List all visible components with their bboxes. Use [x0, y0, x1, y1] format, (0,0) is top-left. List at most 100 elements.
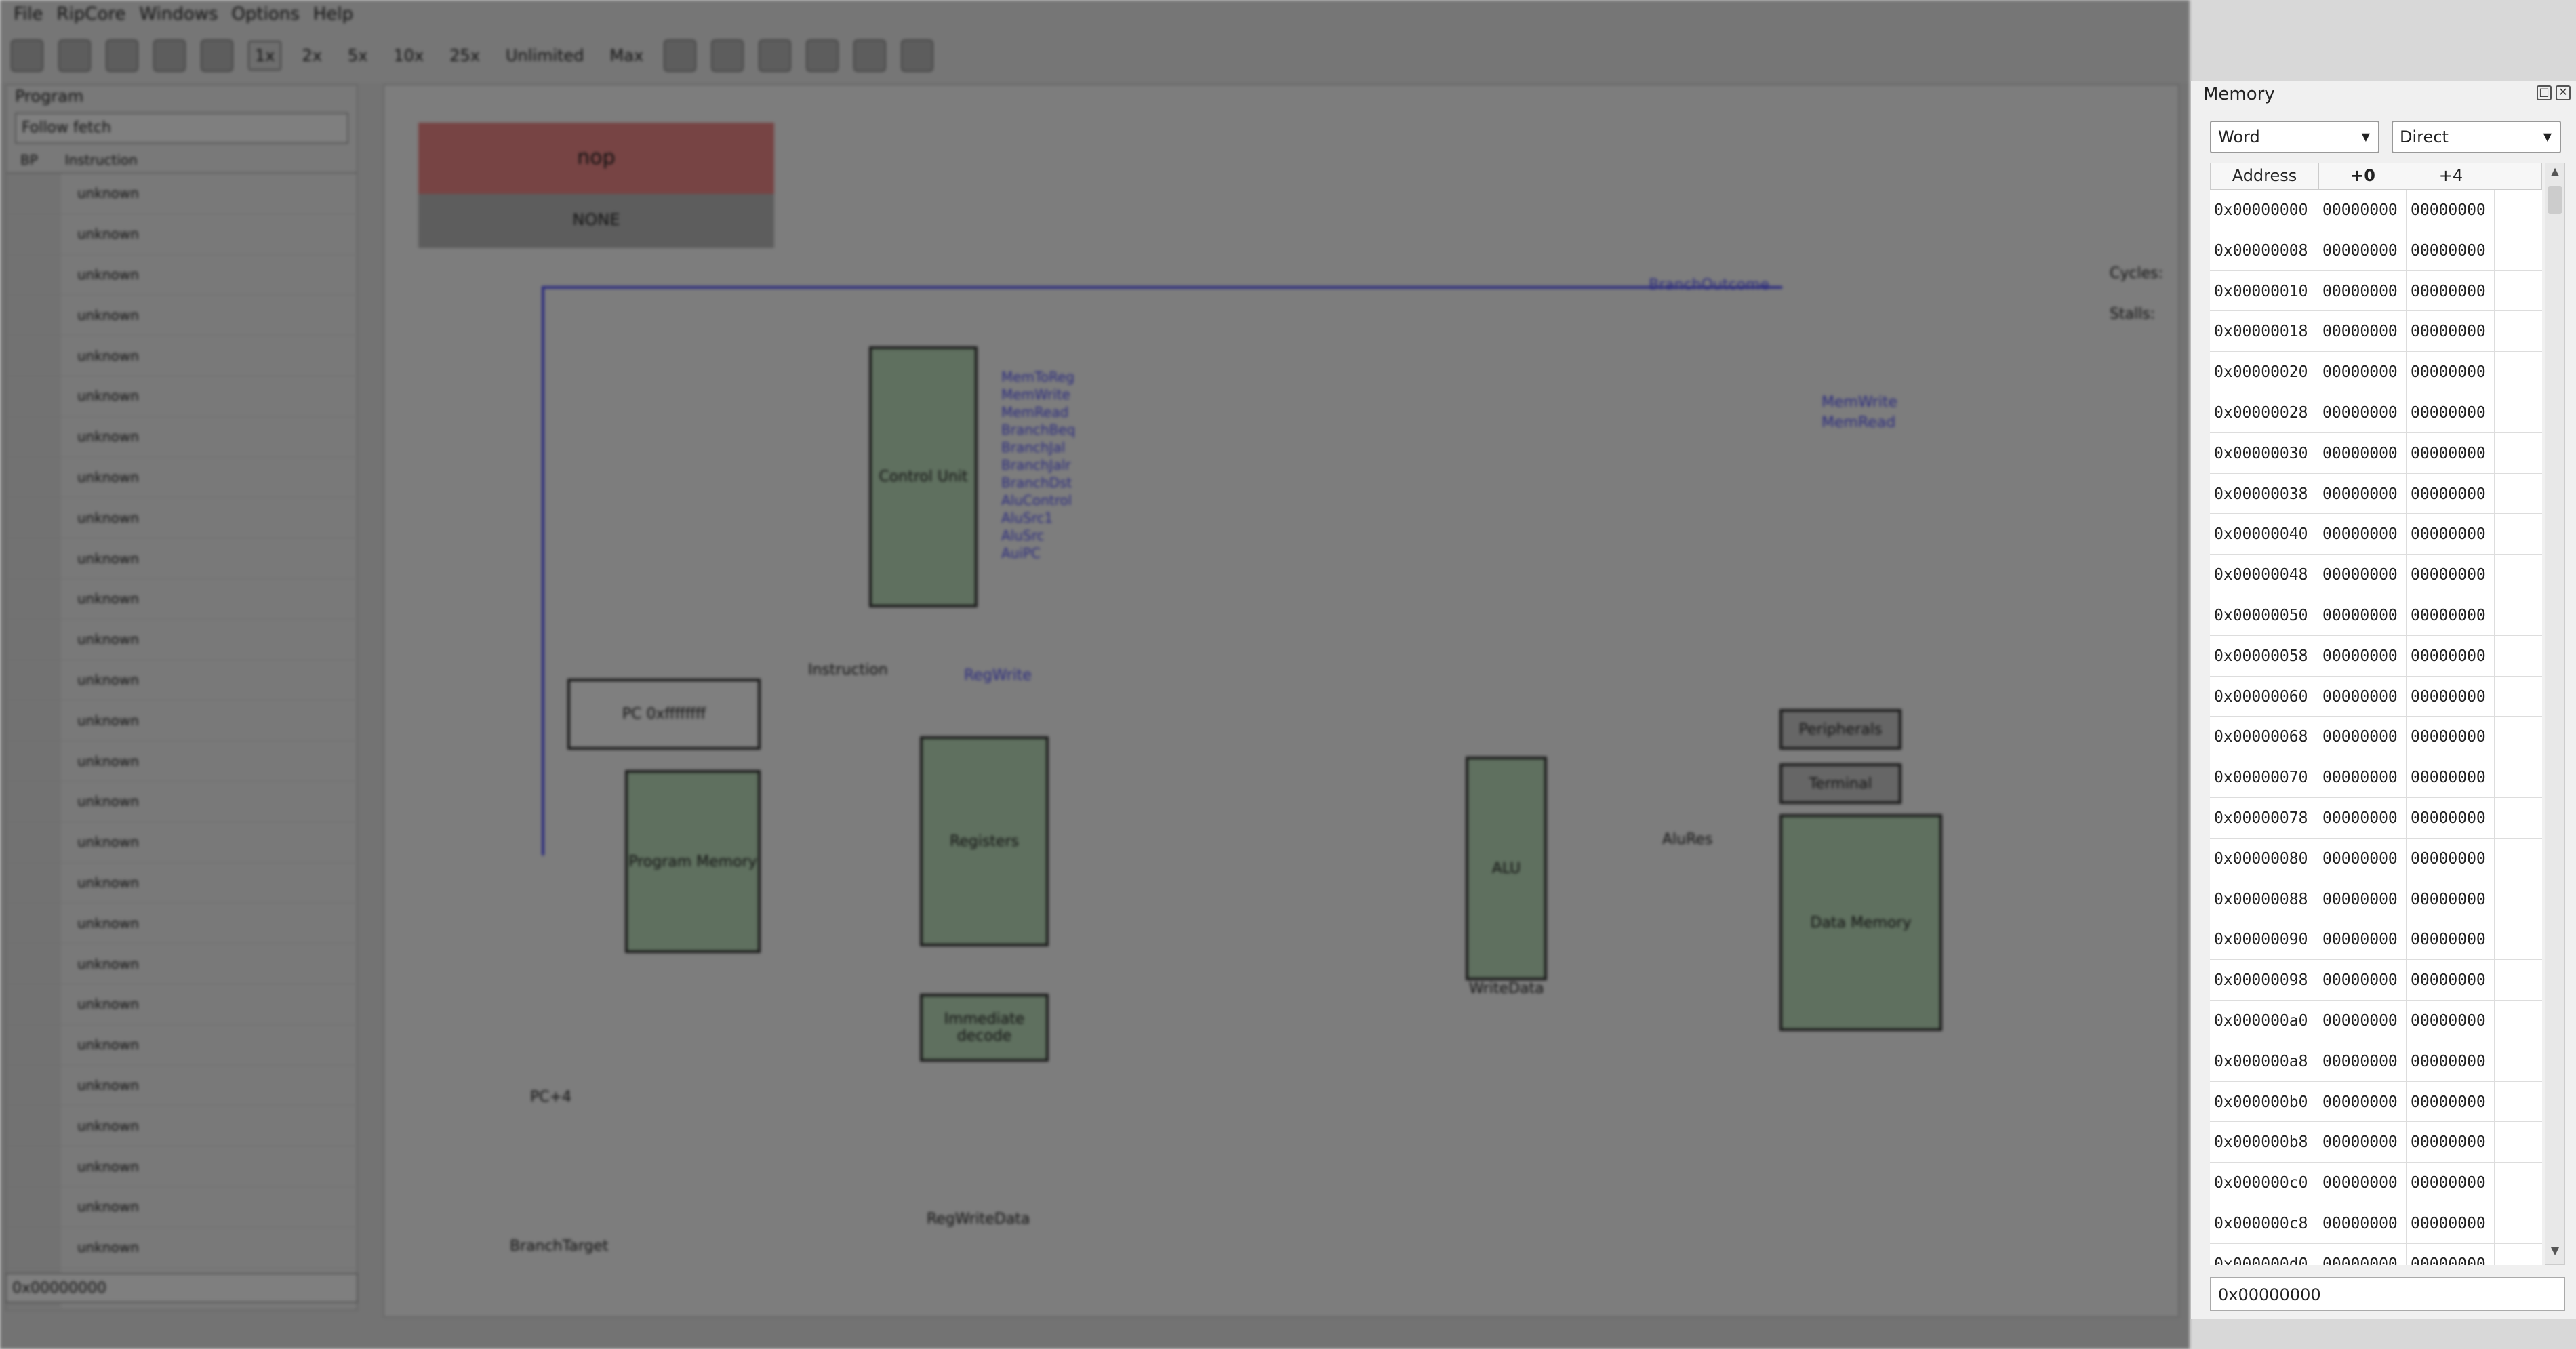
scroll-up-icon[interactable]: ▲ — [2550, 165, 2560, 178]
clock-icon[interactable] — [153, 39, 186, 72]
breakpoint-cell[interactable] — [7, 416, 61, 457]
table-row[interactable]: unknown — [7, 457, 357, 498]
immediate-decode[interactable]: Immediate decode — [920, 994, 1049, 1062]
breakpoint-cell[interactable] — [7, 295, 61, 336]
breakpoint-cell[interactable] — [7, 1024, 61, 1065]
breakpoint-cell[interactable] — [7, 214, 61, 254]
table-row[interactable]: unknown — [7, 416, 357, 458]
data-memory[interactable]: Data Memory — [1779, 814, 1942, 1031]
speed-5x[interactable]: 5x — [347, 46, 368, 65]
col-offset-4[interactable]: +4 — [2407, 163, 2495, 189]
build-icon[interactable] — [806, 39, 839, 72]
float-icon[interactable]: □ — [2537, 85, 2552, 100]
breakpoint-cell[interactable] — [7, 944, 61, 984]
breakpoint-cell[interactable] — [7, 903, 61, 944]
peripherals[interactable]: Peripherals — [1779, 709, 1901, 750]
download-icon[interactable] — [853, 39, 887, 72]
table-row[interactable]: unknown — [7, 944, 357, 984]
table-row[interactable]: unknown — [7, 1268, 357, 1309]
registers[interactable]: Registers — [920, 736, 1049, 946]
program-view-select[interactable]: Follow fetch — [15, 113, 348, 144]
table-row[interactable]: unknown — [7, 295, 357, 336]
breakpoint-cell[interactable] — [7, 700, 61, 741]
breakpoint-cell[interactable] — [7, 498, 61, 538]
speed-2x[interactable]: 2x — [302, 46, 322, 65]
open-folder-icon[interactable] — [711, 39, 744, 72]
table-row[interactable]: unknown — [7, 254, 357, 296]
col-address[interactable]: Address — [2211, 163, 2319, 189]
breakpoint-cell[interactable] — [7, 741, 61, 781]
pc-register[interactable]: PC 0xffffffff — [567, 679, 761, 750]
table-row[interactable]: unknown — [7, 214, 357, 255]
word-size-select[interactable]: Word▼ — [2210, 121, 2379, 153]
address-input[interactable]: 0x00000000 — [2210, 1277, 2565, 1311]
program-address-field[interactable]: 0x00000000 — [5, 1273, 358, 1303]
breakpoint-cell[interactable] — [7, 1106, 61, 1146]
table-row[interactable]: unknown — [7, 741, 357, 782]
reverse-icon[interactable] — [106, 39, 138, 72]
save-icon[interactable] — [759, 39, 792, 72]
speed-unlimited[interactable]: Unlimited — [505, 46, 584, 65]
speed-25x[interactable]: 25x — [449, 46, 480, 65]
table-row[interactable]: unknown — [7, 336, 357, 376]
breakpoint-cell[interactable] — [7, 1065, 61, 1106]
breakpoint-cell[interactable] — [7, 538, 61, 578]
breakpoint-cell[interactable] — [7, 781, 61, 822]
table-row[interactable]: unknown — [7, 822, 357, 863]
table-row[interactable]: unknown — [7, 1106, 357, 1147]
scroll-thumb[interactable] — [2548, 186, 2562, 214]
breakpoint-cell[interactable] — [7, 660, 61, 700]
processor-select-icon[interactable] — [11, 39, 43, 72]
menu-windows[interactable]: Windows — [139, 4, 218, 24]
speed-max[interactable]: Max — [609, 46, 644, 65]
table-row[interactable]: unknown — [7, 538, 357, 579]
table-row[interactable]: unknown — [7, 781, 357, 822]
speed-1x[interactable]: 1x — [248, 41, 282, 71]
table-row[interactable]: unknown — [7, 578, 357, 620]
breakpoint-cell[interactable] — [7, 862, 61, 903]
breakpoint-cell[interactable] — [7, 457, 61, 498]
program-memory[interactable]: Program Memory — [625, 770, 761, 953]
speed-10x[interactable]: 10x — [393, 46, 424, 65]
table-row[interactable]: unknown — [7, 1146, 357, 1187]
table-row[interactable]: unknown — [7, 1227, 357, 1268]
breakpoint-cell[interactable] — [7, 1227, 61, 1268]
display-mode-select[interactable]: Direct▼ — [2392, 121, 2561, 153]
table-row[interactable]: unknown — [7, 700, 357, 742]
breakpoint-cell[interactable] — [7, 376, 61, 416]
breakpoint-cell[interactable] — [7, 984, 61, 1024]
breakpoint-cell[interactable] — [7, 1268, 61, 1308]
table-row[interactable]: unknown — [7, 619, 357, 660]
table-row[interactable]: unknown — [7, 498, 357, 539]
table-row[interactable]: unknown — [7, 1065, 357, 1106]
terminal[interactable]: Terminal — [1779, 763, 1901, 804]
col-offset-0[interactable]: +0 — [2319, 163, 2407, 189]
breakpoint-cell[interactable] — [7, 822, 61, 862]
breakpoint-cell[interactable] — [7, 619, 61, 660]
menu-file[interactable]: File — [14, 4, 43, 24]
menu-ripcore[interactable]: RipCore — [56, 4, 126, 24]
tag-icon[interactable] — [901, 39, 934, 72]
breakpoint-cell[interactable] — [7, 336, 61, 376]
table-row[interactable]: unknown — [7, 903, 357, 944]
table-row[interactable]: unknown — [7, 1024, 357, 1066]
table-row[interactable]: unknown — [7, 660, 357, 701]
